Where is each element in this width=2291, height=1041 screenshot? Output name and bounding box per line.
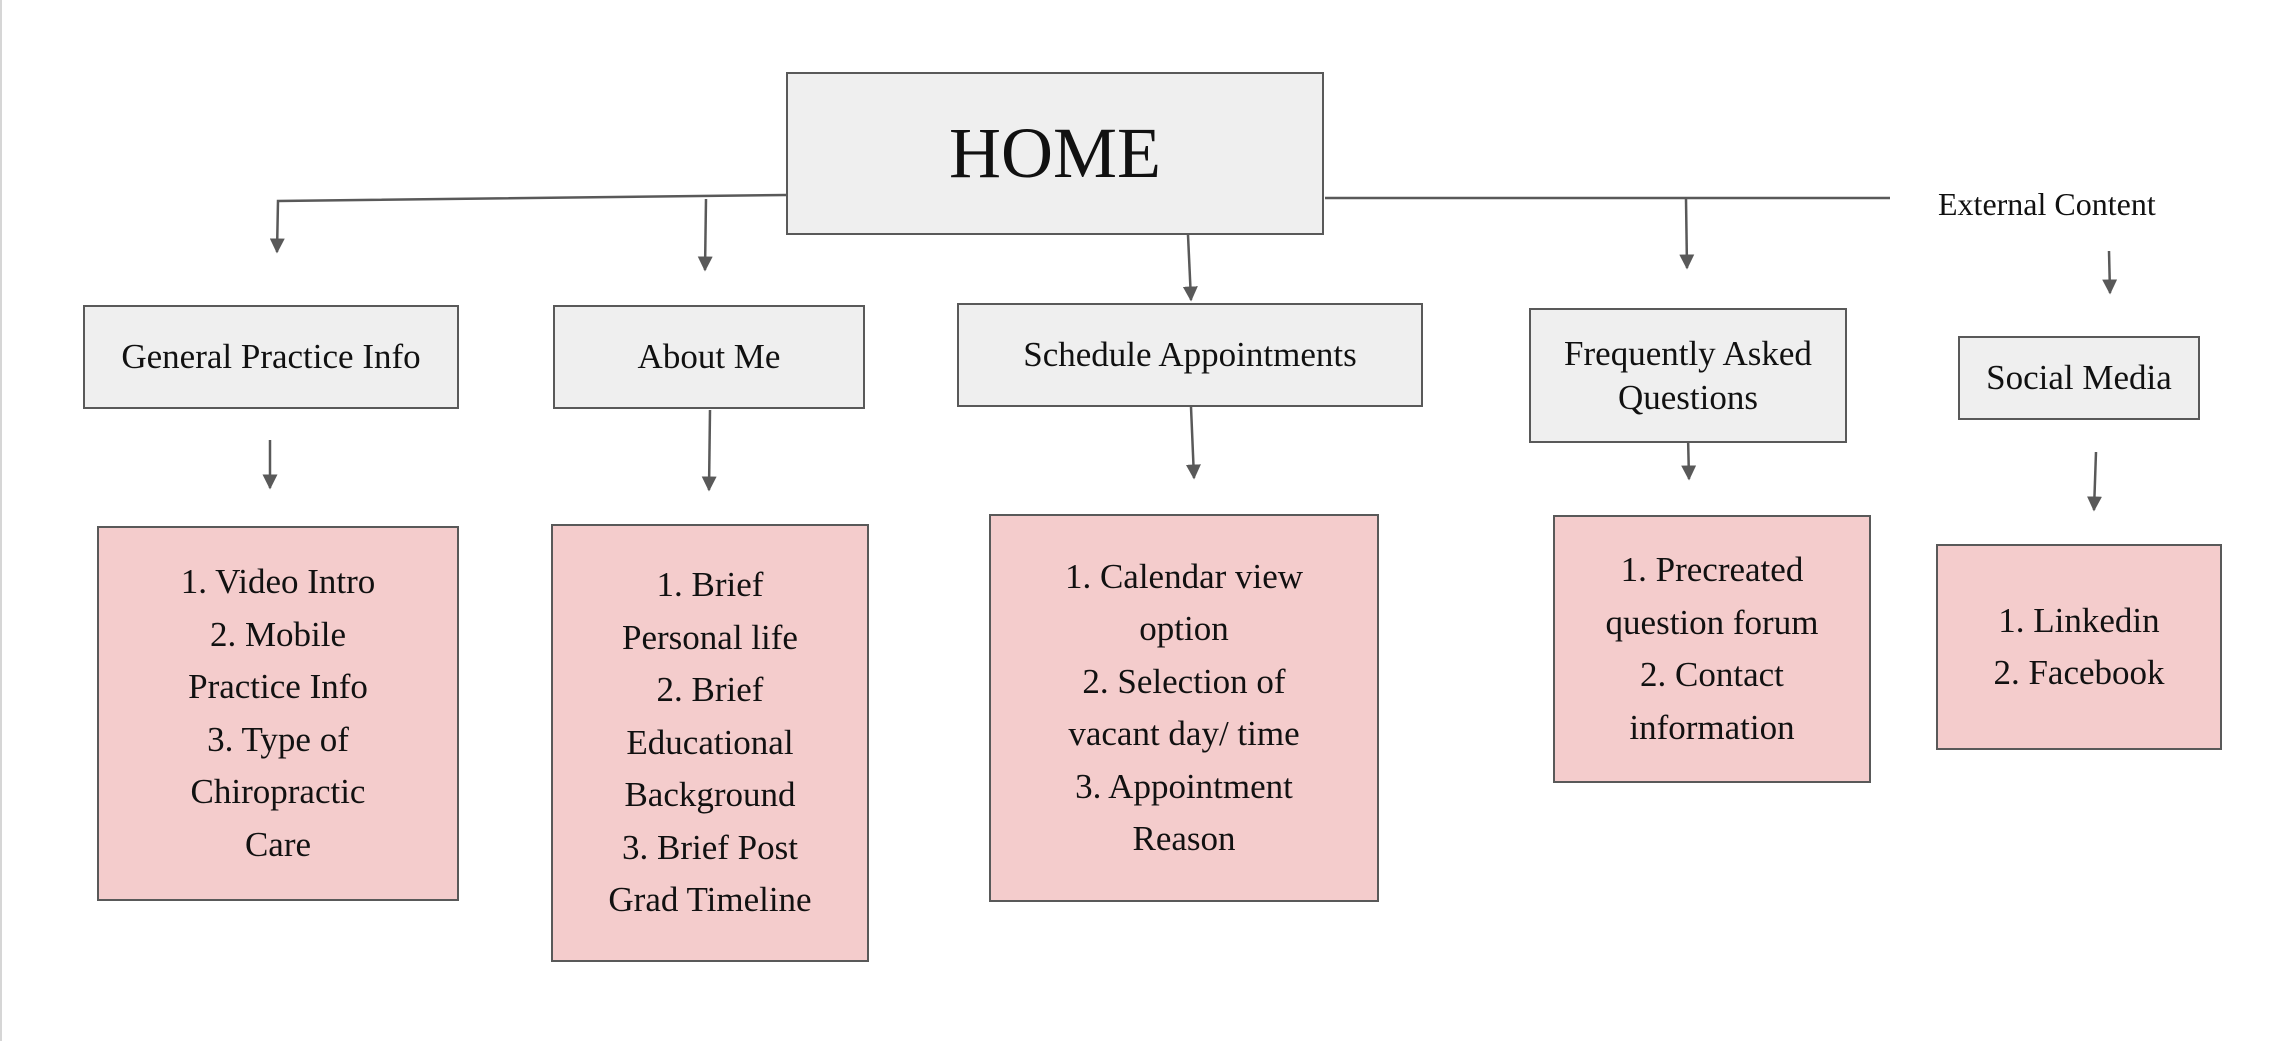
faq-list: 1. Precreated question forum 2. Contact … xyxy=(1606,544,1819,754)
list-item: 2. Facebook xyxy=(1993,653,2165,692)
social-media-title: Social Media xyxy=(1986,358,2172,397)
page-left-border xyxy=(0,0,2,1041)
list-item: 2. Mobile xyxy=(209,614,347,654)
list-item: 3. Type of xyxy=(207,719,349,759)
list-item: 2. Selection of xyxy=(1082,661,1286,701)
list-item: 1. Brief xyxy=(656,565,764,605)
connector-home-to-general-practice-info xyxy=(269,193,787,254)
social-media-list-box: 1. Linkedin 2. Facebook xyxy=(1936,544,2222,750)
connector-home-to-schedule-appointments xyxy=(1182,234,1198,302)
faq-list-box: 1. Precreated question forum 2. Contact … xyxy=(1553,515,1871,783)
connector-external-to-social-media xyxy=(2102,250,2118,295)
connector-faq-to-list xyxy=(1681,435,1697,481)
about-me-title: About Me xyxy=(637,337,781,376)
external-content-label: External Content xyxy=(1938,186,2156,222)
list-item: 2. Contact xyxy=(1640,655,1784,694)
frequently-asked-questions-node: Frequently Asked Questions xyxy=(1529,308,1847,443)
about-me-list: 1. Brief Personal life 2. Brief Educatio… xyxy=(608,559,811,927)
schedule-appointments-list-box: 1. Calendar view option 2. Selection of … xyxy=(989,514,1379,902)
home-node: HOME xyxy=(786,72,1324,235)
general-practice-info-node: General Practice Info xyxy=(83,305,459,409)
schedule-appointments-title: Schedule Appointments xyxy=(1023,335,1357,374)
general-practice-info-list: 1. Video Intro 2. Mobile Practice Info 3… xyxy=(181,556,376,871)
list-item: Practice Info xyxy=(188,667,368,706)
list-item: Chiropractic xyxy=(190,772,366,811)
list-item: 1. Linkedin xyxy=(1998,600,2160,640)
list-item: question forum xyxy=(1605,602,1819,642)
connector-home-to-about-me xyxy=(697,198,713,272)
faq-title-line: Questions xyxy=(1617,377,1758,417)
social-media-node: Social Media xyxy=(1958,336,2200,420)
connector-schedule-appointments-to-list xyxy=(1185,406,1201,480)
connector-social-media-to-list xyxy=(2086,451,2102,512)
list-item: Reason xyxy=(1132,819,1236,858)
schedule-appointments-node: Schedule Appointments xyxy=(957,303,1423,407)
list-item: 1. Calendar view xyxy=(1064,556,1304,596)
faq-title-line: Frequently Asked xyxy=(1564,333,1812,373)
list-item: 1. Video Intro xyxy=(180,562,376,601)
about-me-node: About Me xyxy=(553,305,865,409)
list-item: 2. Brief xyxy=(656,670,764,710)
general-practice-info-title: General Practice Info xyxy=(121,337,421,376)
home-label: HOME xyxy=(949,113,1161,193)
list-item: 3. Appointment xyxy=(1075,766,1293,806)
list-item: Grad Timeline xyxy=(608,880,812,920)
about-me-list-box: 1. Brief Personal life 2. Brief Educatio… xyxy=(551,524,869,962)
list-item: Care xyxy=(244,824,312,864)
list-item: vacant day/ time xyxy=(1068,714,1300,753)
list-item: 1. Precreated xyxy=(1620,550,1804,589)
social-media-list: 1. Linkedin 2. Facebook xyxy=(1993,595,2164,700)
schedule-appointments-list: 1. Calendar view option 2. Selection of … xyxy=(1065,551,1303,866)
list-item: option xyxy=(1139,609,1229,648)
list-item: 3. Brief Post xyxy=(622,827,798,867)
list-item: Background xyxy=(624,775,796,815)
general-practice-info-list-box: 1. Video Intro 2. Mobile Practice Info 3… xyxy=(97,526,459,901)
connector-home-to-frequently-asked-questions xyxy=(1679,198,1695,270)
list-item: Educational xyxy=(626,722,794,762)
list-item: information xyxy=(1629,707,1795,747)
connector-about-me-to-list xyxy=(701,409,717,492)
list-item: Personal life xyxy=(622,617,798,657)
